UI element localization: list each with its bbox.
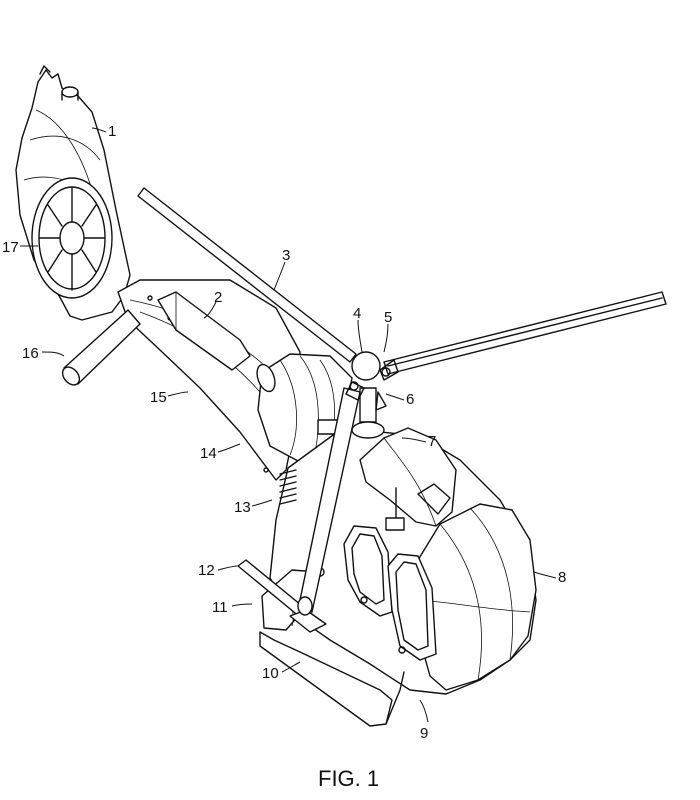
ref-numeral-5: 5	[384, 309, 392, 326]
ref-numeral-16: 16	[22, 345, 39, 362]
reference-numerals: 1 2 3 4 5 6 7 8 9 10 11 12 13 14 15 16 1…	[2, 123, 566, 742]
engine-fairing	[157, 291, 251, 371]
cabin-doors	[315, 525, 437, 661]
rotor-hub	[345, 351, 399, 439]
ref-numeral-14: 14	[200, 445, 217, 462]
leader-lines	[19, 127, 557, 723]
ref-numeral-9: 9	[420, 725, 428, 742]
ref-numeral-12: 12	[198, 562, 215, 579]
ref-numeral-4: 4	[353, 305, 361, 322]
rotor-blades	[137, 187, 667, 616]
ref-numeral-15: 15	[150, 389, 167, 406]
ref-numeral-13: 13	[234, 499, 251, 516]
ref-numeral-10: 10	[262, 665, 279, 682]
ref-numeral-3: 3	[282, 247, 290, 264]
ref-numeral-6: 6	[406, 391, 414, 408]
ref-numeral-1: 1	[108, 123, 116, 140]
ref-numeral-2: 2	[214, 289, 222, 306]
figure-caption: FIG. 1	[318, 766, 379, 791]
vent-grille	[279, 469, 297, 505]
ref-numeral-7: 7	[428, 433, 436, 450]
horizontal-stabilizer	[61, 309, 141, 386]
ref-numeral-8: 8	[558, 569, 566, 586]
ref-numeral-17: 17	[2, 239, 19, 256]
ref-numeral-11: 11	[212, 599, 228, 616]
fenestron-fan	[31, 177, 113, 299]
upper-cowl	[359, 427, 457, 531]
